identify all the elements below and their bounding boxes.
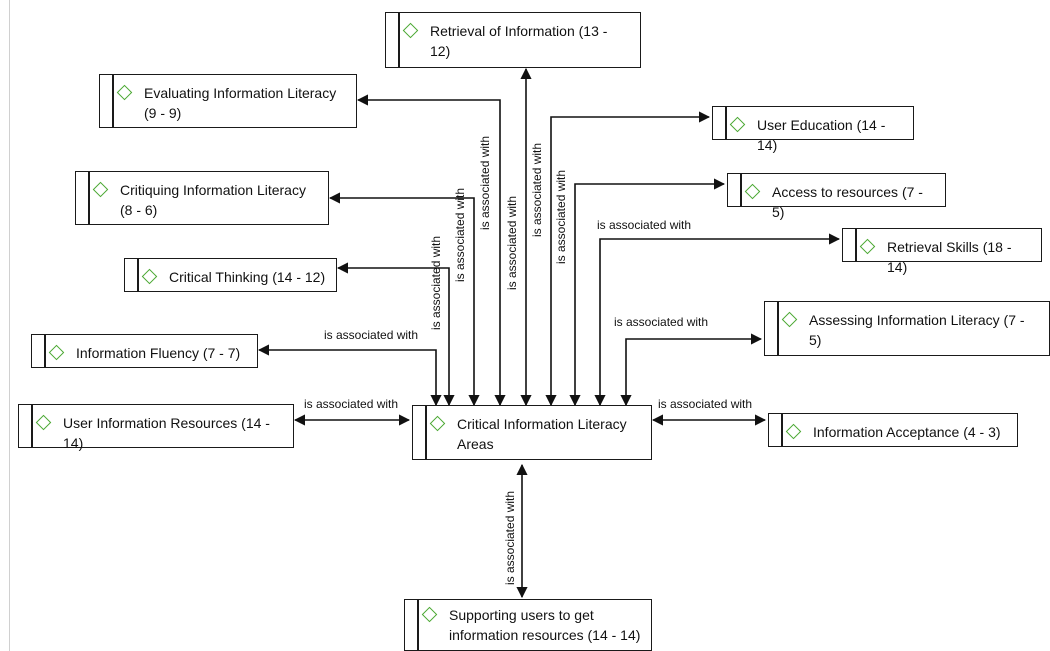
edge-label: is associated with [453,188,467,282]
node-user-information-resources[interactable]: User Information Resources (14 - 14) [18,404,294,451]
node-label: Critiquing Information Literacy (8 - 6) [120,182,306,218]
node-label: Information Acceptance (4 - 3) [813,424,1001,440]
node-label: Critical Information Literacy Areas [457,416,627,452]
node-critical-thinking[interactable]: Critical Thinking (14 - 12) [124,258,337,292]
edge-access-to-resources [569,178,726,407]
edge-label: is associated with [503,491,517,585]
node-label: Access to resources (7 - 5) [772,184,923,220]
node-retrieval-of-information[interactable]: Retrieval of Information (13 - 12) [385,12,641,68]
edge-label: is associated with [614,315,708,329]
edge-assessing-information-literacy [620,333,763,407]
node-label: Evaluating Information Literacy (9 - 9) [144,85,337,121]
edge-critiquing-information-literacy [328,192,480,407]
edge-label: is associated with [304,397,398,411]
edge-label: is associated with [324,328,418,342]
edge-label: is associated with [554,170,568,264]
node-retrieval-skills[interactable]: Retrieval Skills (18 - 14) [842,228,1042,275]
node-label: Critical Thinking (14 - 12) [169,269,326,285]
edge-evaluating-information-literacy [356,94,506,407]
node-information-fluency[interactable]: Information Fluency (7 - 7) [31,334,258,368]
node-evaluating-information-literacy[interactable]: Evaluating Information Literacy (9 - 9) [99,74,357,128]
node-assessing-information-literacy[interactable]: Assessing Information Literacy (7 - 5) [764,301,1050,356]
edge-label: is associated with [429,236,443,330]
node-critical-information-literacy-areas[interactable]: Critical Information Literacy Areas [412,405,652,460]
edge-label: is associated with [597,218,691,232]
left-border-rule [9,0,10,651]
node-supporting-users[interactable]: Supporting users to get information reso… [404,599,652,651]
node-user-education[interactable]: User Education (14 - 14) [712,106,914,153]
node-information-acceptance[interactable]: Information Acceptance (4 - 3) [768,413,1018,447]
edge-critical-thinking [336,262,455,407]
node-label: Information Fluency (7 - 7) [76,345,241,361]
node-access-to-resources[interactable]: Access to resources (7 - 5) [727,173,946,220]
edge-information-fluency [257,344,442,407]
node-label: User Information Resources (14 - 14) [63,415,270,451]
edge-label: is associated with [658,397,752,411]
node-critiquing-information-literacy[interactable]: Critiquing Information Literacy (8 - 6) [75,171,329,225]
edge-label: is associated with [478,136,492,230]
node-label: Assessing Information Literacy (7 - 5) [809,312,1025,348]
node-label: Retrieval of Information (13 - 12) [430,23,608,59]
edge-label: is associated with [530,143,544,237]
edge-retrieval-skills [594,233,841,407]
edge-user-education [545,111,711,407]
node-label: Retrieval Skills (18 - 14) [887,239,1012,275]
node-label: Supporting users to get information reso… [449,607,641,643]
node-label: User Education (14 - 14) [757,117,886,153]
edge-label: is associated with [505,196,519,290]
